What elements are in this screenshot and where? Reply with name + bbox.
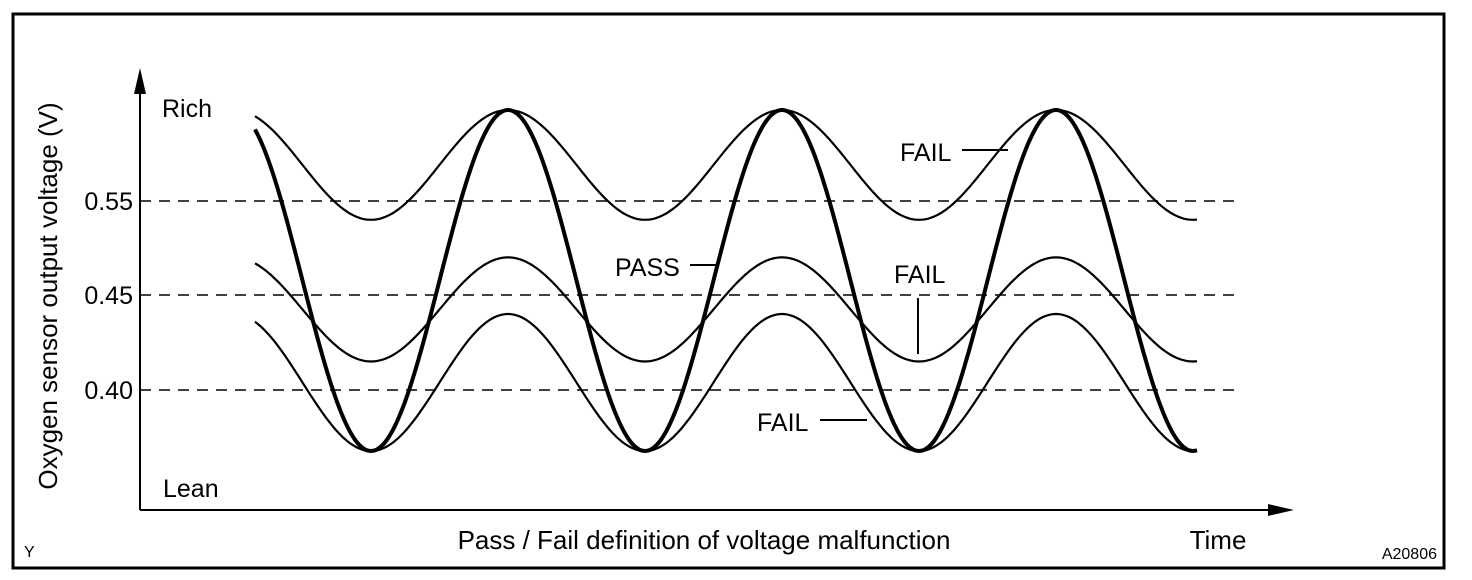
figure-frame (11, 12, 1446, 570)
y-tick-label-0-55: 0.55 (84, 188, 133, 216)
series-high-fail-waveform (254, 108, 1198, 221)
reference-lines (140, 200, 1240, 391)
fail-label-top: FAIL (900, 139, 952, 167)
series-low-fail-waveform (254, 312, 1198, 453)
rich-label: Rich (162, 95, 212, 123)
series-pass-waveform (253, 108, 1198, 454)
figure-code: A20806 (1382, 546, 1437, 563)
axes (134, 68, 1294, 516)
corner-mark: Y (24, 544, 35, 561)
y-axis-arrowhead (134, 68, 146, 94)
x-axis-title: Time (1190, 525, 1247, 555)
y-tick-label-0-40: 0.40 (84, 377, 133, 405)
figure-caption: Pass / Fail definition of voltage malfun… (458, 525, 951, 555)
x-axis-arrowhead (1268, 504, 1294, 516)
lean-label: Lean (163, 475, 219, 503)
y-tick-label-0-45: 0.45 (84, 282, 133, 310)
series-mid-fail-waveform (254, 256, 1198, 363)
waveforms (253, 108, 1198, 454)
callout-leaders (690, 149, 1008, 421)
y-axis-title: Oxygen sensor output voltage (V) (33, 102, 63, 489)
pass-label: PASS (615, 254, 680, 282)
fail-label-low: FAIL (757, 409, 809, 437)
fail-label-mid: FAIL (894, 261, 946, 289)
